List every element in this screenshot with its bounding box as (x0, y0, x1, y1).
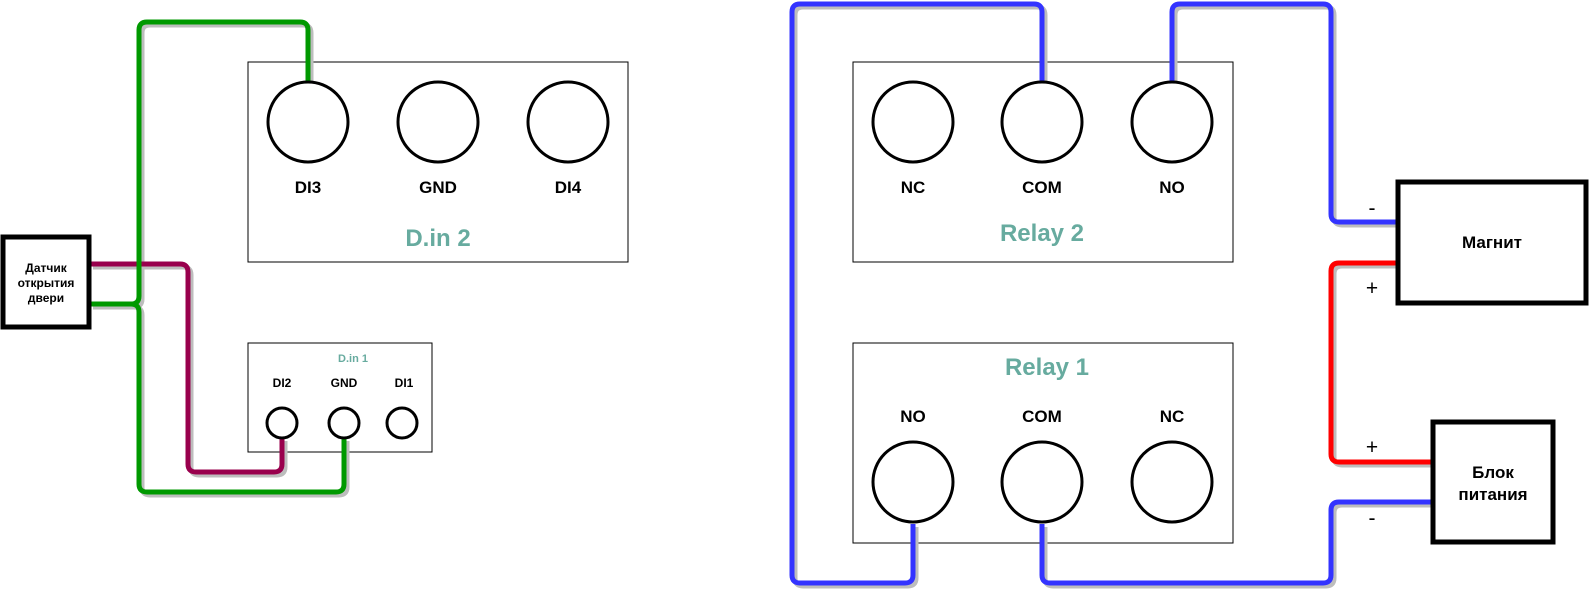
wire-sensor-to-din2-di3 (90, 19, 311, 307)
wire-relay2-com-to-relay1-no (789, 1, 1045, 586)
relay2-title: Relay 2 (1000, 220, 1084, 247)
relay1-pin-nc (1130, 440, 1214, 524)
power-supply-box (1430, 419, 1556, 545)
relay1-pin-label: NC (1160, 407, 1185, 426)
power-supply-label: Блок (1472, 463, 1514, 482)
din2-pin-gnd (396, 80, 480, 164)
relay2-pin-label: NC (901, 178, 926, 197)
relay1-title: Relay 1 (1005, 354, 1089, 381)
wire-sensor-to-din1-gnd (90, 301, 347, 495)
door-sensor-label: открытия (18, 276, 75, 290)
relay2-pin-com (1000, 80, 1084, 164)
din2-pin-label: GND (419, 178, 457, 197)
relay2-pin-no (1130, 80, 1214, 164)
relay1-pin-label: COM (1022, 407, 1062, 426)
din2-pin-di4 (526, 80, 610, 164)
din2-pin-label: DI4 (555, 178, 582, 197)
din1-pin-gnd (327, 406, 361, 440)
power-supply-label: питания (1458, 485, 1527, 504)
relay1-pin-label: NO (900, 407, 926, 426)
wire-psu-plus-to-magnet-plus (1328, 260, 1431, 465)
door-sensor-label: Датчик (25, 261, 67, 275)
magnet-box (1395, 179, 1589, 306)
din1-pin-label: GND (331, 376, 358, 390)
wire-relay1-com-to-psu-minus (1039, 499, 1431, 586)
din1-pin-di2 (265, 406, 299, 440)
wire-sensor-to-din1-di2 (90, 261, 285, 475)
psu-plus-sign: + (1366, 436, 1378, 459)
relay1-pin-no (871, 440, 955, 524)
relay2-pin-nc (871, 80, 955, 164)
relay1-pin-com (1000, 440, 1084, 524)
din1-pin-di1 (385, 406, 419, 440)
magnet-plus-sign: + (1366, 277, 1378, 300)
magnet-minus-sign: - (1369, 197, 1376, 220)
din2-title: D.in 2 (405, 225, 470, 252)
relay2-pin-label: NO (1159, 178, 1185, 197)
wire-relay2-no-to-magnet-minus (1169, 1, 1396, 225)
door-sensor-box (0, 234, 92, 330)
relay2-pin-label: COM (1022, 178, 1062, 197)
din1-pin-label: DI1 (395, 376, 414, 390)
psu-minus-sign: - (1369, 507, 1376, 530)
magnet-label: Магнит (1462, 233, 1522, 252)
door-sensor-label: двери (28, 291, 64, 305)
din2-pin-di3 (266, 80, 350, 164)
din1-title: D.in 1 (338, 353, 368, 365)
din1-pin-label: DI2 (273, 376, 292, 390)
din2-pin-label: DI3 (295, 178, 321, 197)
